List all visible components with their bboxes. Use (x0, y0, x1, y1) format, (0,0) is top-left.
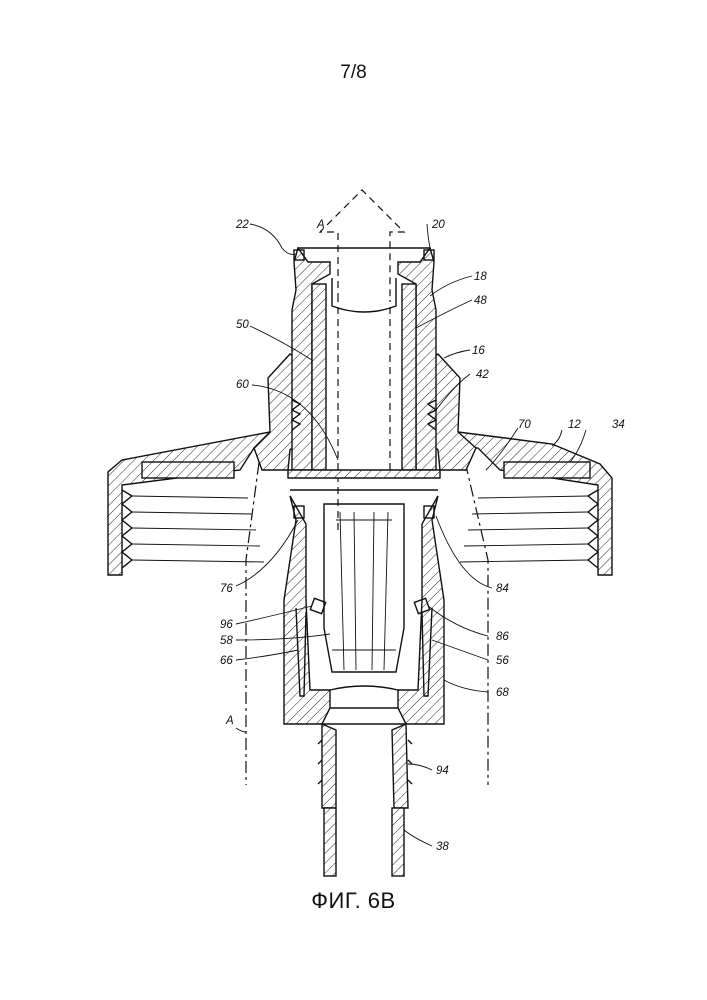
thread-lines-right (460, 496, 588, 562)
axis-line-left (246, 440, 262, 785)
inner-tube-right (402, 284, 416, 470)
leader-a-bottom (236, 728, 246, 732)
liner-right (504, 462, 590, 478)
label-56: 56 (496, 655, 509, 667)
label-60: 60 (236, 379, 249, 391)
thread-right (588, 490, 598, 568)
label-16: 16 (472, 345, 485, 357)
liner-left (142, 462, 234, 478)
label-50: 50 (236, 319, 249, 331)
label-94: 94 (436, 765, 449, 777)
label-58: 58 (220, 635, 233, 647)
label-22: 22 (235, 219, 249, 231)
label-86: 86 (496, 631, 509, 643)
label-42: 42 (476, 369, 489, 381)
label-70: 70 (518, 419, 531, 431)
label-20: 20 (431, 219, 445, 231)
dip-tube-right (392, 808, 404, 876)
label-76: 76 (220, 583, 233, 595)
label-12: 12 (568, 419, 581, 431)
label-96: 96 (220, 619, 233, 631)
valve-housing-right (398, 496, 444, 724)
cap-right (458, 432, 612, 575)
label-34: 34 (612, 419, 625, 431)
adapter-right (392, 724, 408, 808)
adapter-left (322, 724, 336, 808)
label-66: 66 (220, 655, 233, 667)
slot-plate (288, 470, 440, 478)
flow-arrow (320, 190, 404, 530)
bore-profile (330, 686, 398, 708)
thread-left (122, 490, 132, 568)
stem-fingers (332, 512, 396, 670)
thread-lines-left (132, 496, 264, 562)
inner-cup (332, 278, 396, 312)
label-68: 68 (496, 687, 509, 699)
label-48: 48 (474, 295, 487, 307)
label-84: 84 (496, 583, 509, 595)
valve-stem (324, 504, 404, 672)
figure-caption: ФИГ. 6В (0, 888, 707, 914)
dip-tube-left (324, 808, 336, 876)
label-18: 18 (474, 271, 487, 283)
label-38: 38 (436, 841, 449, 853)
label-a-bottom: A (225, 715, 234, 727)
label-a-top: A (316, 219, 325, 231)
cap-left (108, 432, 272, 575)
axis-line-right (460, 440, 488, 785)
inner-tube-left (312, 284, 326, 470)
